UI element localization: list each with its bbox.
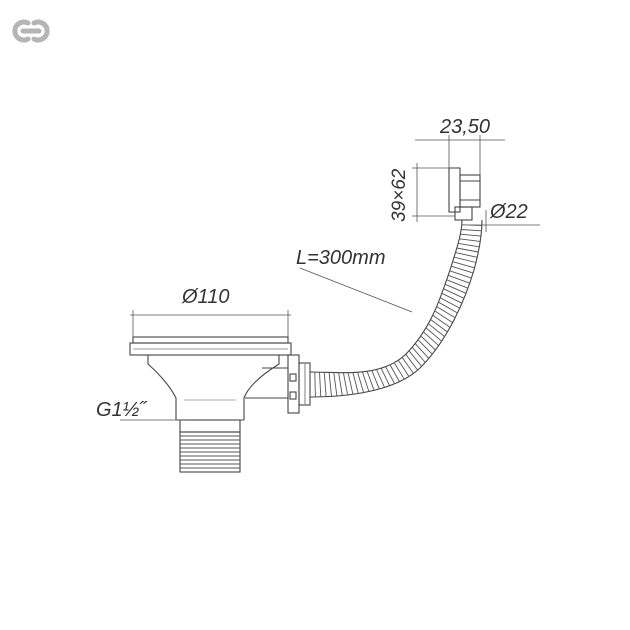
hose-ring <box>380 368 391 386</box>
hose-ring <box>449 270 472 279</box>
hose-ring <box>430 319 448 333</box>
hose-corrugations <box>314 224 482 398</box>
hose-ring <box>328 372 332 397</box>
hose-ring <box>425 327 442 342</box>
hose-ring <box>397 360 410 377</box>
hose-ring <box>436 306 456 319</box>
hose-ring <box>323 372 327 397</box>
hose-ring <box>408 350 422 367</box>
overflow-width-label: 23,50 <box>439 116 490 138</box>
hose-ring <box>445 283 467 294</box>
hose-ring <box>417 339 433 355</box>
hose-ring <box>453 256 477 263</box>
hose-ring <box>452 261 475 269</box>
hose-ring <box>333 372 338 397</box>
hose-ring <box>357 372 365 393</box>
hose-ring <box>314 371 316 398</box>
hose-ring <box>342 372 349 395</box>
hose-ring <box>401 357 414 374</box>
hose-ring <box>448 274 470 284</box>
hose-length-label: L=300mm <box>296 247 386 269</box>
hose-ring <box>371 370 380 390</box>
hose-ring <box>460 233 482 237</box>
hose-ring <box>432 314 451 328</box>
thread-lines <box>180 435 240 469</box>
hose-ring <box>420 335 436 351</box>
hose-ring <box>451 265 474 274</box>
hose-ring <box>458 242 480 248</box>
hose-ring <box>455 252 478 258</box>
hose-ring <box>446 279 469 289</box>
hose-ring <box>352 372 359 394</box>
hose-ring <box>414 343 430 359</box>
hose-ring <box>438 301 458 314</box>
hose-ring <box>366 371 375 391</box>
hose-ring <box>405 354 419 371</box>
hose-outline-top <box>309 219 463 374</box>
side-connector <box>245 354 311 414</box>
hose-ring <box>338 372 343 396</box>
hose-ring <box>440 297 460 309</box>
hose-ring <box>361 371 370 392</box>
basket-diameter-label: Ø110 <box>181 286 229 308</box>
hose-ring <box>393 362 405 380</box>
hose-ring <box>441 292 463 304</box>
thread-size-label: G1½˝ <box>96 399 148 421</box>
hose-ring <box>411 346 426 363</box>
hose-ring <box>385 366 395 385</box>
outlet-diameter-label: Ø22 <box>489 201 528 223</box>
hose-ring <box>423 331 439 346</box>
hose-ring <box>461 229 482 232</box>
overflow-height-label: 39×62 <box>389 168 410 222</box>
hose-ring <box>428 323 445 337</box>
hose-ring <box>347 372 354 395</box>
hose-ring <box>376 369 385 388</box>
hose-ring <box>389 364 400 382</box>
hose-ring <box>319 372 322 397</box>
overflow-head <box>448 167 481 221</box>
hose-ring <box>456 247 479 253</box>
hose-ring <box>459 238 481 242</box>
hose-ring <box>434 310 453 323</box>
hose-ring <box>443 288 465 299</box>
link-logo <box>12 19 50 43</box>
